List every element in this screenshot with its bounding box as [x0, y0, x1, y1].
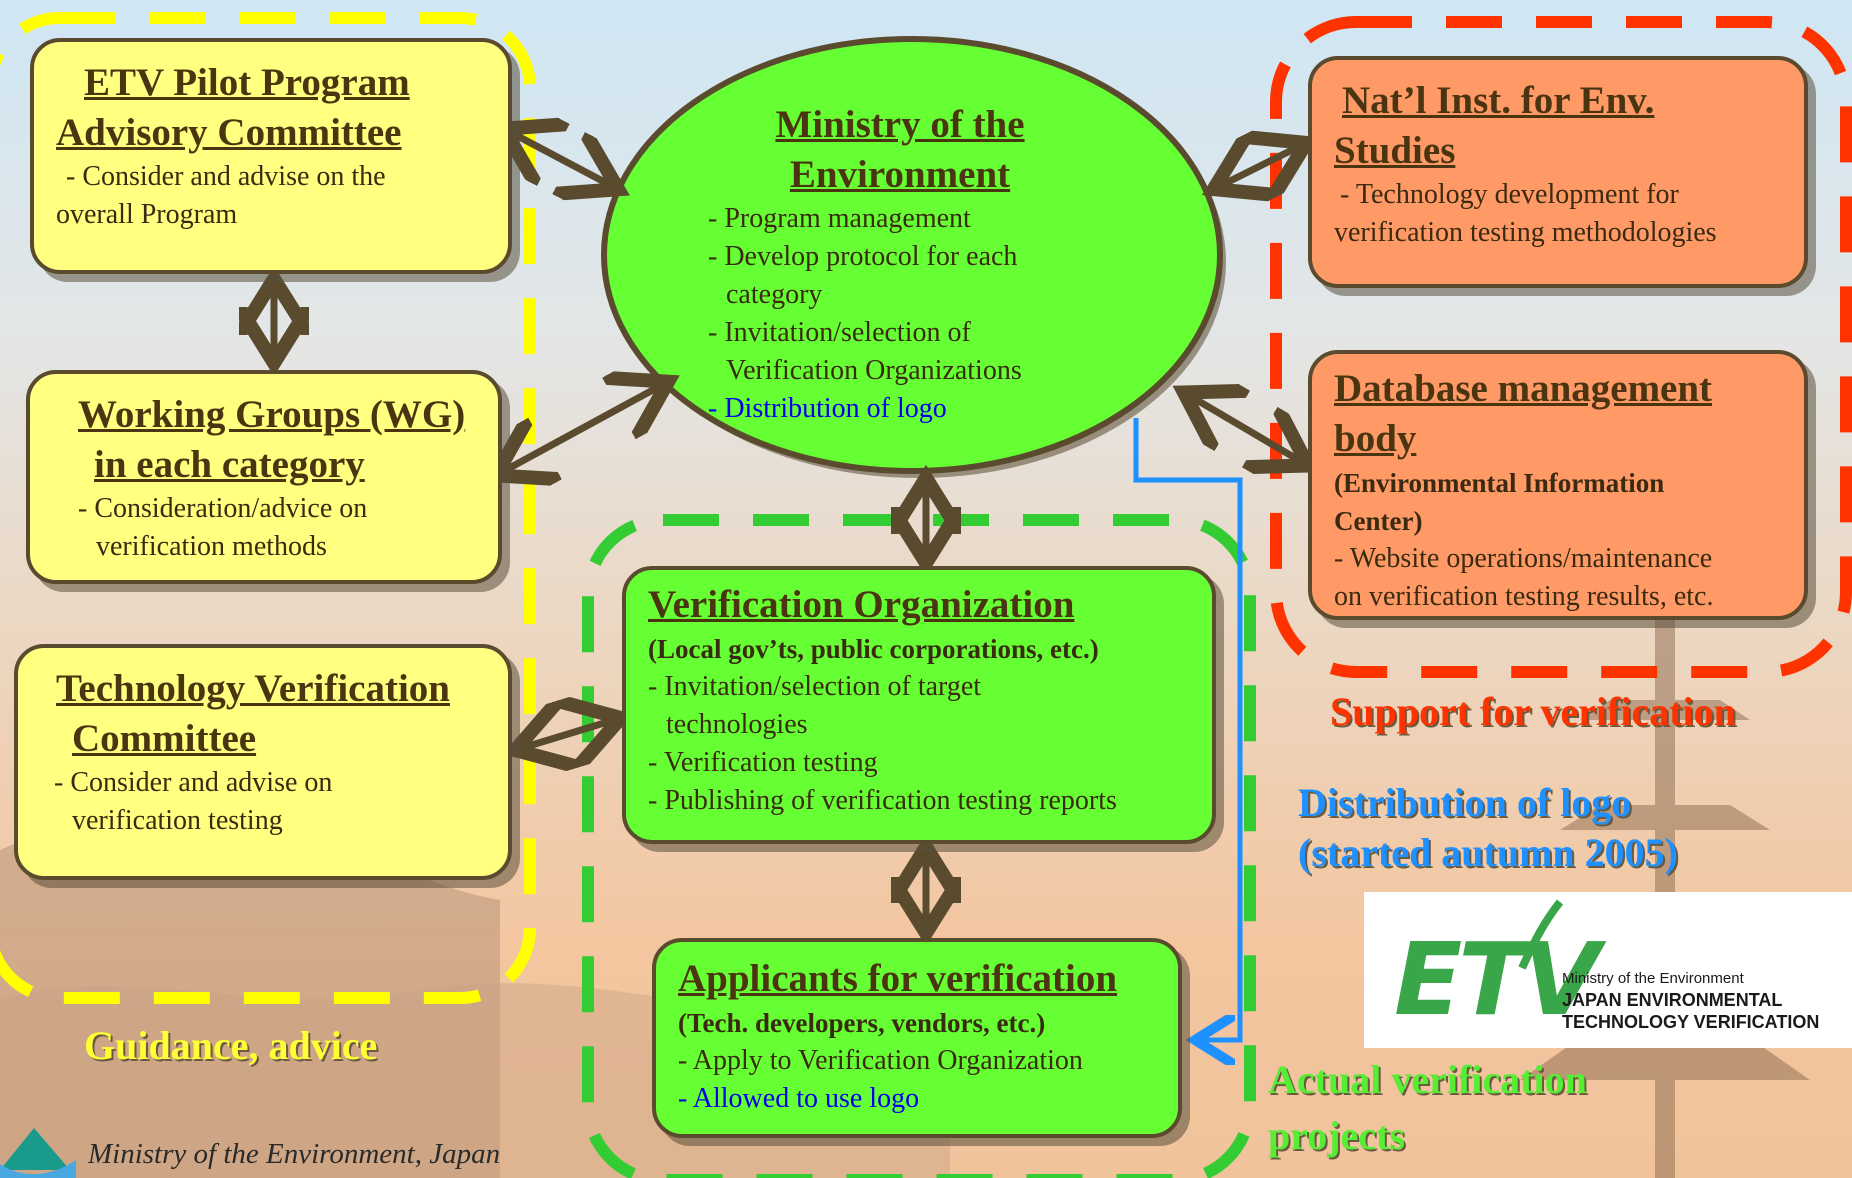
vo-item: - Invitation/selection of target	[648, 671, 982, 702]
leaf-icon	[1518, 899, 1564, 970]
db-title-line2: body	[1334, 417, 1417, 460]
arrow-wg-ministry	[502, 385, 662, 472]
guidance-group-outline	[0, 12, 536, 1004]
ministry-logo-icon	[0, 1128, 76, 1178]
tvc-desc-line1: - Consider and advise on	[54, 767, 333, 798]
logo-distribution-line1: Distribution of logo	[1298, 780, 1632, 825]
db-desc-line2: on verification testing results, etc.	[1334, 581, 1714, 612]
wg-desc-line2: verification methods	[96, 531, 327, 562]
vo-item: technologies	[666, 709, 808, 740]
etv-logo: ETV Ministry of the Environment JAPAN EN…	[1364, 892, 1852, 1048]
ministry-item: category	[726, 279, 823, 310]
tvc-desc-line2: verification testing	[72, 805, 283, 836]
logo-distribution-label: Distribution of logo (started autumn 200…	[1298, 778, 1678, 878]
actual-projects-label: Actual verification projects	[1268, 1052, 1587, 1164]
app-sub: (Tech. developers, vendors, etc.)	[678, 1008, 1046, 1038]
wg-title-line2: in each category	[94, 443, 365, 486]
db-sub-line1: (Environmental Information	[1334, 468, 1665, 498]
app-item-2: - Allowed to use logo	[678, 1083, 920, 1114]
etv-logo-line3: TECHNOLOGY VERIFICATION	[1562, 1012, 1820, 1032]
etv-logo-letters: ETV	[1394, 921, 1600, 1038]
working-groups-box: Working Groups (WG) in each category - C…	[26, 370, 502, 584]
arrow-advisory-ministry	[510, 132, 612, 186]
nies-title-line2: Studies	[1334, 129, 1456, 172]
vo-title: Verification Organization	[648, 583, 1075, 626]
etv-logo-line2: JAPAN ENVIRONMENTAL	[1562, 990, 1783, 1010]
arrow-tvc-vo	[522, 720, 614, 748]
arrow-ministry-db	[1190, 396, 1302, 462]
advisory-title-line2: Advisory Committee	[56, 111, 402, 154]
connector-arrows	[274, 132, 1302, 926]
ministry-node: Ministry of the Environment - Program ma…	[690, 100, 1110, 428]
nies-box: Nat’l Inst. for Env. Studies - Technolog…	[1308, 56, 1808, 288]
advisory-title-line1: ETV Pilot Program	[84, 61, 410, 104]
ministry-item: - Develop protocol for each	[708, 241, 1018, 272]
ministry-item-logo: - Distribution of logo	[708, 393, 947, 424]
advisory-committee-box: ETV Pilot Program Advisory Committee - C…	[30, 38, 512, 274]
db-title-line1: Database management	[1334, 367, 1713, 410]
db-desc-line1: - Website operations/maintenance	[1334, 543, 1713, 574]
vo-sub: (Local gov’ts, public corporations, etc.…	[648, 634, 1099, 664]
actual-line1: Actual verification	[1268, 1057, 1587, 1102]
applicants-box: Applicants for verification (Tech. devel…	[652, 938, 1182, 1138]
advisory-desc-line1: - Consider and advise on the	[66, 161, 386, 192]
arrow-ministry-nies	[1220, 146, 1300, 186]
tech-verification-committee-box: Technology Verification Committee - Cons…	[14, 644, 512, 880]
db-sub-line2: Center)	[1334, 506, 1423, 536]
wg-desc-line1: - Consideration/advice on	[78, 493, 368, 524]
ministry-title-line1: Ministry of the	[775, 103, 1025, 146]
actual-line2: projects	[1268, 1113, 1405, 1158]
logo-distribution-line	[1133, 418, 1243, 1040]
footer-text: Ministry of the Environment, Japan	[88, 1138, 501, 1170]
guidance-label: Guidance, advice	[84, 1023, 378, 1068]
support-group-outline	[1270, 16, 1852, 678]
database-body-box: Database management body (Environmental …	[1308, 350, 1808, 620]
app-title: Applicants for verification	[678, 957, 1118, 1000]
verification-organization-box: Verification Organization (Local gov’ts,…	[622, 566, 1216, 844]
ministry-item: - Program management	[708, 203, 971, 234]
nies-desc-line1: - Technology development for	[1340, 179, 1679, 210]
ministry-item: Verification Organizations	[726, 355, 1022, 386]
wg-title-line1: Working Groups (WG)	[78, 393, 466, 436]
ministry-title-line2: Environment	[789, 153, 1011, 196]
tvc-title-line2: Committee	[72, 717, 257, 760]
nies-title-line1: Nat’l Inst. for Env.	[1342, 79, 1655, 122]
tvc-title-line1: Technology Verification	[56, 667, 450, 710]
app-item-1: - Apply to Verification Organization	[678, 1045, 1083, 1076]
etv-logo-line1: Ministry of the Environment	[1562, 970, 1744, 987]
nies-desc-line2: verification testing methodologies	[1334, 217, 1717, 248]
vo-item: - Verification testing	[648, 747, 878, 778]
advisory-desc-line2: overall Program	[56, 199, 238, 230]
support-label: Support for verification	[1330, 689, 1736, 734]
ministry-item: - Invitation/selection of	[708, 317, 971, 348]
logo-distribution-line2: (started autumn 2005)	[1298, 830, 1678, 875]
vo-item: - Publishing of verification testing rep…	[648, 785, 1117, 816]
